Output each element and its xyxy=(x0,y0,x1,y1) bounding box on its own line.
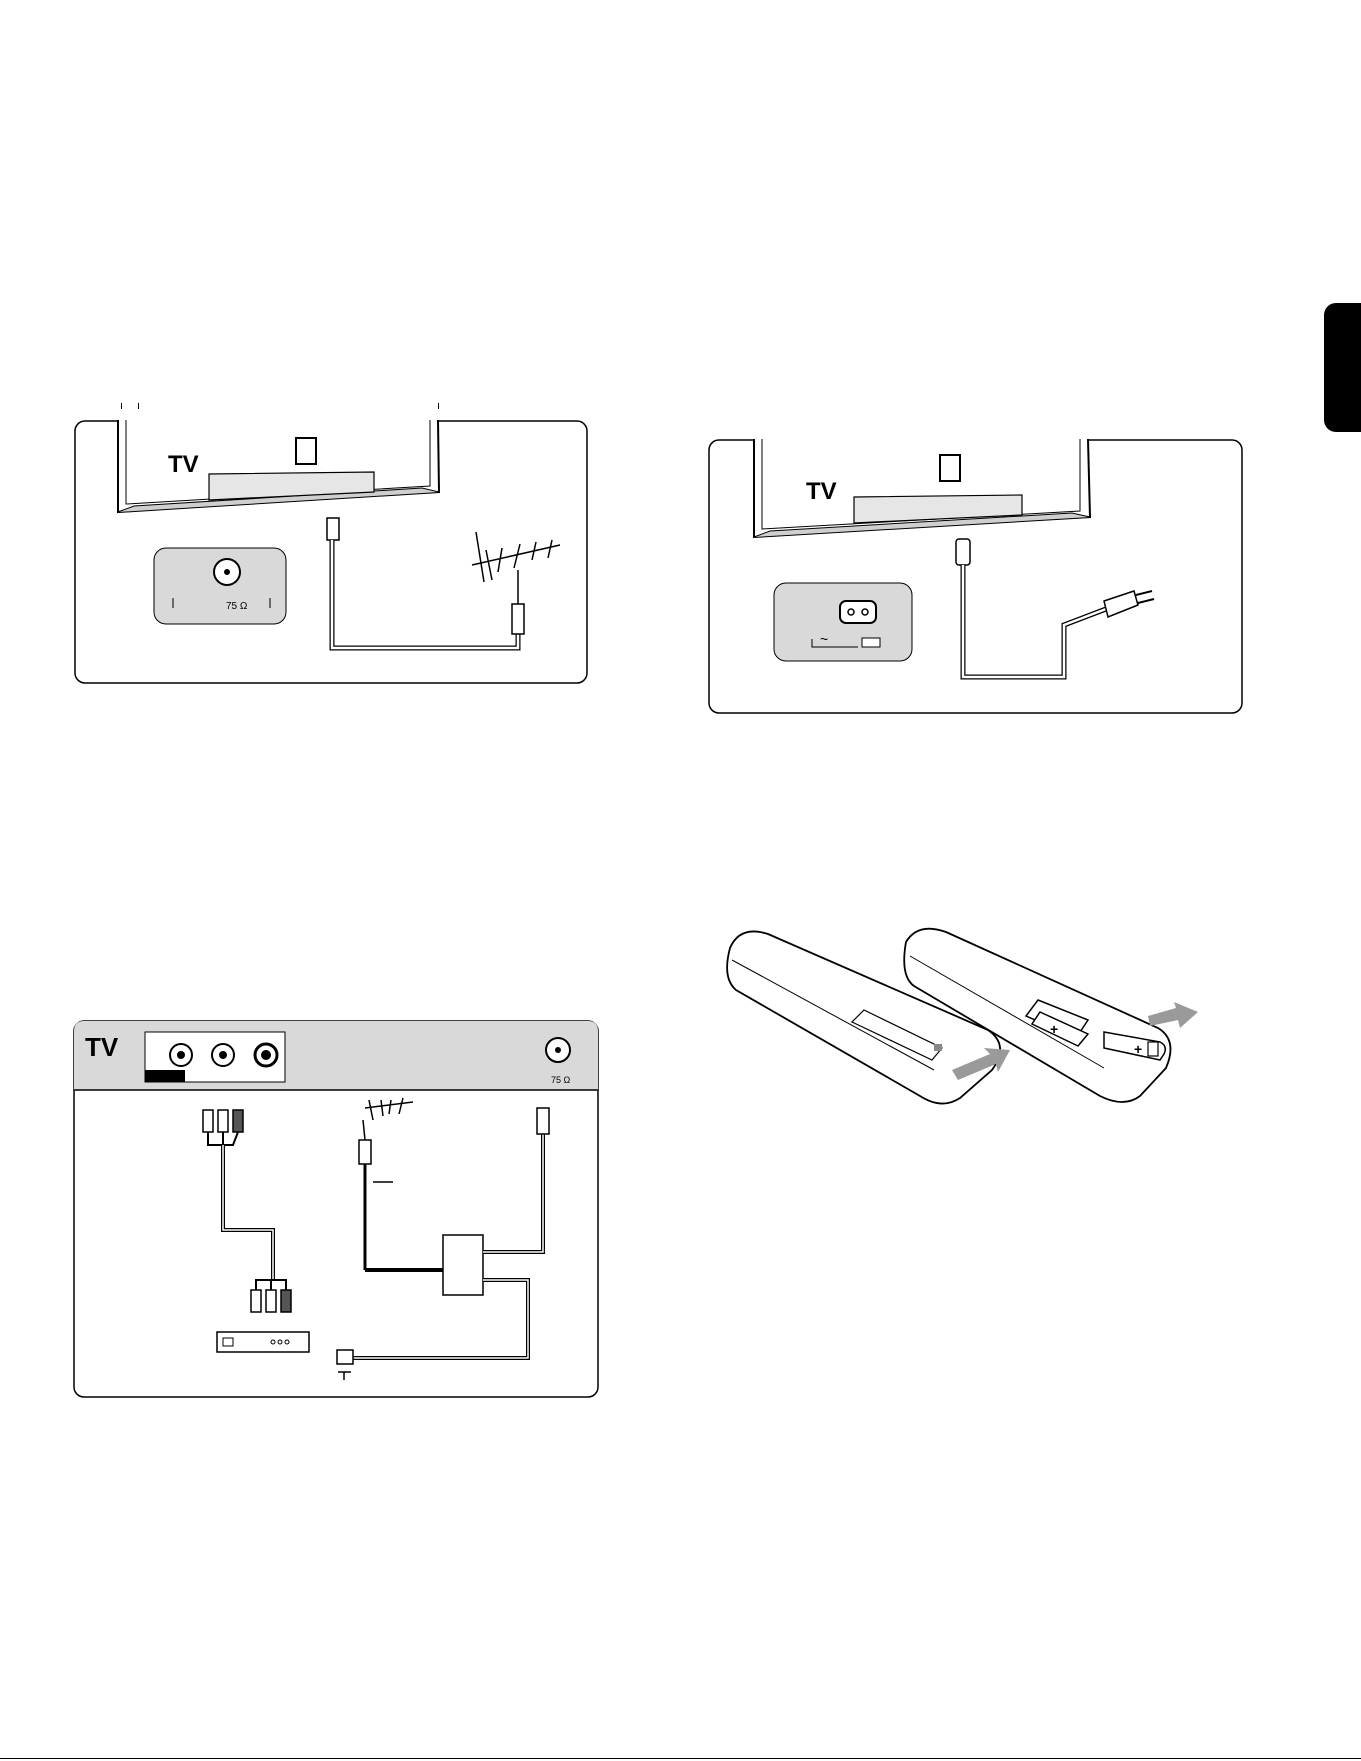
figure-antenna-connection: TV 75 Ω xyxy=(74,420,590,686)
arrow-icon xyxy=(1148,1002,1198,1028)
receiver-box xyxy=(217,1332,309,1352)
splitter xyxy=(443,1235,483,1295)
figure-mains-connection: TV ~ xyxy=(708,439,1245,716)
mains-diagram: TV ~ xyxy=(708,439,1245,716)
language-tab xyxy=(1324,303,1361,432)
footer-rule xyxy=(0,1758,1361,1759)
socket-label: 75 Ω xyxy=(551,1075,571,1085)
tv-label: TV xyxy=(85,1032,119,1062)
figure-remote-batteries: + + xyxy=(720,920,1240,1120)
mains-symbol: ~ xyxy=(820,631,828,647)
figure-vcr-connection: TV 75 Ω xyxy=(73,1020,601,1400)
socket-label: 75 Ω xyxy=(226,601,248,612)
plus-label: + xyxy=(1050,1021,1058,1037)
antenna-diagram: TV 75 Ω xyxy=(74,420,590,686)
tv-label: TV xyxy=(806,478,837,505)
remote-diagram: + + xyxy=(720,920,1240,1120)
crop-mark xyxy=(121,403,122,409)
crop-mark xyxy=(138,403,139,409)
plus-label: + xyxy=(1134,1041,1142,1057)
vcr-diagram: TV 75 Ω xyxy=(73,1020,601,1400)
crop-mark xyxy=(438,403,439,409)
tv-label: TV xyxy=(168,451,199,478)
